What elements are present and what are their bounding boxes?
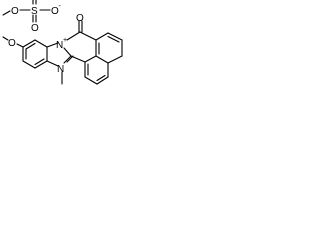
bond-benzo-1 — [22, 39, 36, 48]
bond-naph-u-double-1 — [107, 35, 120, 43]
bond-naph-u4 — [107, 55, 123, 64]
bond-benzo-double-2 — [34, 58, 45, 66]
bond-naph-u1 — [95, 32, 109, 41]
methyl-sulfate-anion: O S O - O — [2, 0, 62, 34]
atom-o-carbonyl: O — [76, 13, 84, 24]
bond-methoxy-ch3 — [2, 36, 9, 41]
atom-o-right: O — [51, 6, 59, 17]
bond-naph-u2 — [107, 32, 123, 41]
bond-benzo-5 — [22, 60, 36, 69]
bond-imid-3 — [63, 47, 72, 57]
bond-methoxy-o-ring — [16, 43, 24, 48]
bond-carbonylc-ring — [79, 31, 97, 41]
atom-n-plus-charge: + — [63, 37, 67, 44]
atom-o-methoxy: O — [8, 38, 16, 49]
bond-imid-2 — [46, 60, 59, 67]
chemical-structure-diagram: O S O - O — [2, 0, 123, 85]
benzimidazo-isoquinolinium-cation: O O N + N — [2, 13, 123, 85]
atom-o-bottom: O — [31, 23, 39, 34]
bond-imid-1 — [46, 42, 59, 48]
bond-benzo-2 — [34, 39, 48, 48]
bond-benzo-double-1 — [25, 42, 36, 50]
bond-naph-u5 — [95, 55, 109, 64]
atom-s: S — [31, 6, 38, 17]
bond-imid-4 — [63, 55, 72, 64]
bond-naph-l-double-2 — [96, 74, 106, 82]
bond-ring-to-imidazole — [70, 55, 86, 63]
atom-n-methyl: N — [57, 64, 64, 75]
bond-benzo-4 — [34, 60, 48, 69]
atom-o-right-charge: - — [59, 3, 62, 10]
bond-naph-l2 — [84, 76, 98, 85]
bond-nplus-carbonylc — [66, 31, 81, 41]
atom-n-plus: N — [56, 40, 63, 51]
bond-naph-l3 — [96, 76, 109, 85]
atom-o-methoxy-sulfate: O — [11, 6, 19, 17]
bond-pyr-bottom — [84, 55, 97, 63]
bond-methyl-o — [2, 10, 11, 16]
